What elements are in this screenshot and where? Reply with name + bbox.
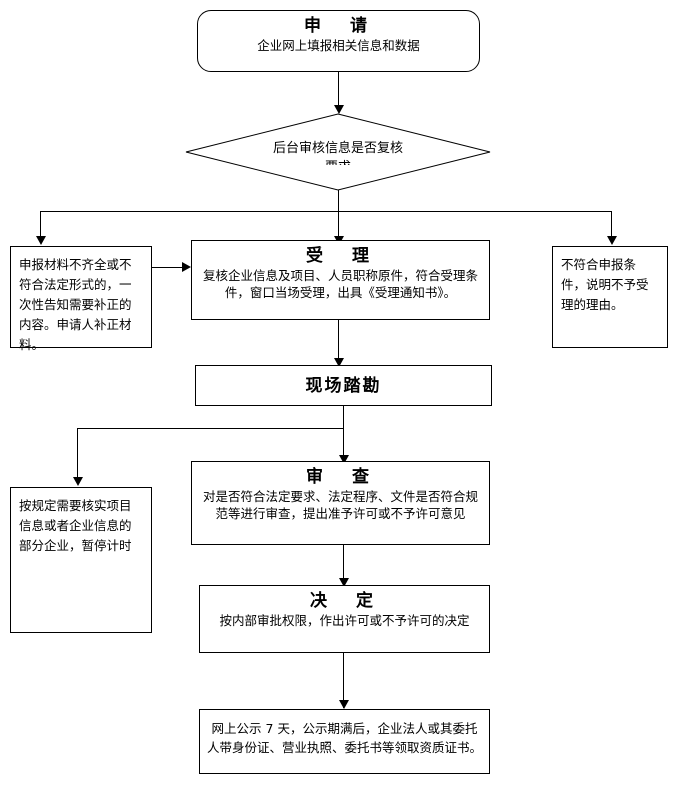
arrowhead-supplement-to-accept bbox=[182, 262, 191, 272]
node-review-body: 对是否符合法定要求、法定程序、文件是否符合规范等进行审查，提出准予许可或不予许可… bbox=[202, 489, 478, 521]
node-publicize[interactable]: 网上公示 7 天，公示期满后，企业法人或其委托人带身份证、营业执照、委托书等领取… bbox=[199, 709, 490, 774]
connector-survey-split-bar bbox=[77, 428, 344, 429]
connector-survey-stem bbox=[343, 406, 344, 429]
node-publicize-body: 网上公示 7 天，公示期满后，企业法人或其委托人带身份证、营业执照、委托书等领取… bbox=[206, 721, 482, 755]
connector-branch-right bbox=[611, 211, 612, 239]
node-pause[interactable]: 按规定需要核实项目信息或者企业信息的部分企业，暂停计时 bbox=[10, 487, 152, 633]
node-decision[interactable]: 后台审核信息是否复核 要求 bbox=[185, 113, 491, 191]
node-decide-body: 按内部审批权限，作出许可或不予许可的决定 bbox=[219, 613, 470, 628]
connector-supplement-to-accept bbox=[152, 267, 184, 268]
connector-branch-left bbox=[40, 211, 41, 239]
node-supplement-body: 申报材料不齐全或不符合法定形式的，一次性告知需要补正的内容。申请人补正材料。 bbox=[19, 257, 132, 352]
node-accept[interactable]: 受 理 复核企业信息及项目、人员职称原件，符合受理条件，窗口当场受理，出具《受理… bbox=[191, 240, 490, 320]
connector-survey-to-pause bbox=[77, 428, 78, 480]
node-supplement[interactable]: 申报材料不齐全或不符合法定形式的，一次性告知需要补正的内容。申请人补正材料。 bbox=[10, 246, 152, 352]
node-accept-body: 复核企业信息及项目、人员职称原件，符合受理条件，窗口当场受理，出具《受理通知书》… bbox=[202, 268, 478, 300]
node-survey[interactable]: 现场踏勘 bbox=[195, 365, 492, 406]
arrowhead-survey-to-pause bbox=[73, 477, 83, 486]
connector-survey-to-review bbox=[343, 428, 344, 458]
connector-branch-center bbox=[338, 211, 339, 239]
node-apply[interactable]: 申 请 企业网上填报相关信息和数据 bbox=[197, 10, 480, 72]
node-review[interactable]: 审 查 对是否符合法定要求、法定程序、文件是否符合规范等进行审查，提出准予许可或… bbox=[191, 461, 490, 545]
node-decide-title: 决 定 bbox=[310, 591, 379, 611]
node-apply-body: 企业网上填报相关信息和数据 bbox=[257, 38, 420, 53]
arrowhead-branch-right bbox=[607, 236, 617, 245]
node-review-title: 审 查 bbox=[306, 467, 375, 487]
arrowhead-decide-to-publicize bbox=[339, 700, 349, 709]
connector-distribution-bar bbox=[40, 211, 612, 212]
arrowhead-accept-to-survey bbox=[334, 358, 344, 367]
connector-apply-to-decision bbox=[338, 72, 339, 107]
arrowhead-apply-to-decision bbox=[334, 105, 344, 114]
decision-diamond-shape bbox=[185, 113, 491, 191]
connector-decide-to-publicize bbox=[343, 653, 344, 708]
arrowhead-survey-to-review bbox=[339, 455, 349, 464]
node-reject[interactable]: 不符合申报条件，说明不予受理的理由。 bbox=[552, 246, 668, 348]
connector-decision-stem bbox=[338, 190, 339, 212]
connector-accept-to-survey bbox=[338, 320, 339, 364]
node-apply-title: 申 请 bbox=[304, 16, 373, 36]
node-reject-body: 不符合申报条件，说明不予受理的理由。 bbox=[561, 257, 649, 312]
arrowhead-review-to-decide bbox=[339, 578, 349, 587]
node-survey-title: 现场踏勘 bbox=[305, 375, 382, 396]
node-pause-body: 按规定需要核实项目信息或者企业信息的部分企业，暂停计时 bbox=[19, 498, 132, 553]
arrowhead-branch-left bbox=[36, 236, 46, 245]
connector-review-to-decide bbox=[343, 545, 344, 585]
node-accept-title: 受 理 bbox=[306, 246, 375, 266]
node-decide[interactable]: 决 定 按内部审批权限，作出许可或不予许可的决定 bbox=[199, 585, 490, 653]
